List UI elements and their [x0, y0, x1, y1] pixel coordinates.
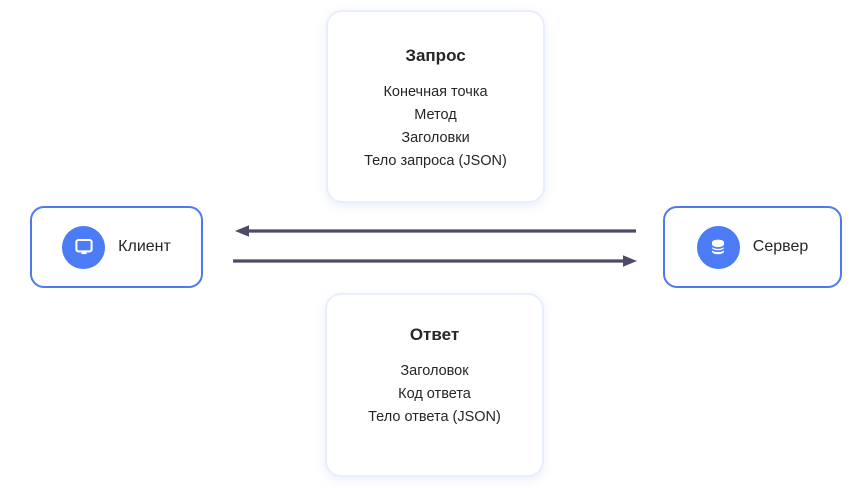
request-item-headers: Заголовки [401, 130, 470, 146]
response-card-title: Ответ [409, 325, 460, 344]
request-card-title: Запрос [405, 46, 466, 65]
response-item-body: Тело ответа (JSON) [368, 409, 501, 425]
server-label: Сервер [752, 238, 809, 255]
request-item-body: Тело запроса (JSON) [364, 153, 507, 169]
client-node: Клиент [30, 206, 203, 288]
monitor-icon [75, 238, 93, 255]
server-icon-circle [696, 225, 740, 269]
database-icon [711, 239, 726, 255]
response-card: Ответ Заголовок Код ответа Тело ответа (… [325, 293, 544, 477]
request-item-method: Метод [414, 107, 457, 123]
client-icon-circle [62, 225, 106, 269]
arrow-client-to-server-icon [233, 255, 637, 267]
request-card: Запрос Конечная точка Метод Заголовки Те… [326, 10, 545, 203]
server-node: Сервер [663, 206, 842, 288]
response-item-header: Заголовок [400, 363, 469, 379]
arrows-layer [233, 225, 637, 267]
request-item-endpoint: Конечная точка [383, 84, 488, 100]
response-item-code: Код ответа [398, 386, 471, 402]
client-label: Клиент [118, 238, 171, 255]
arrow-server-to-client-icon [235, 225, 636, 237]
